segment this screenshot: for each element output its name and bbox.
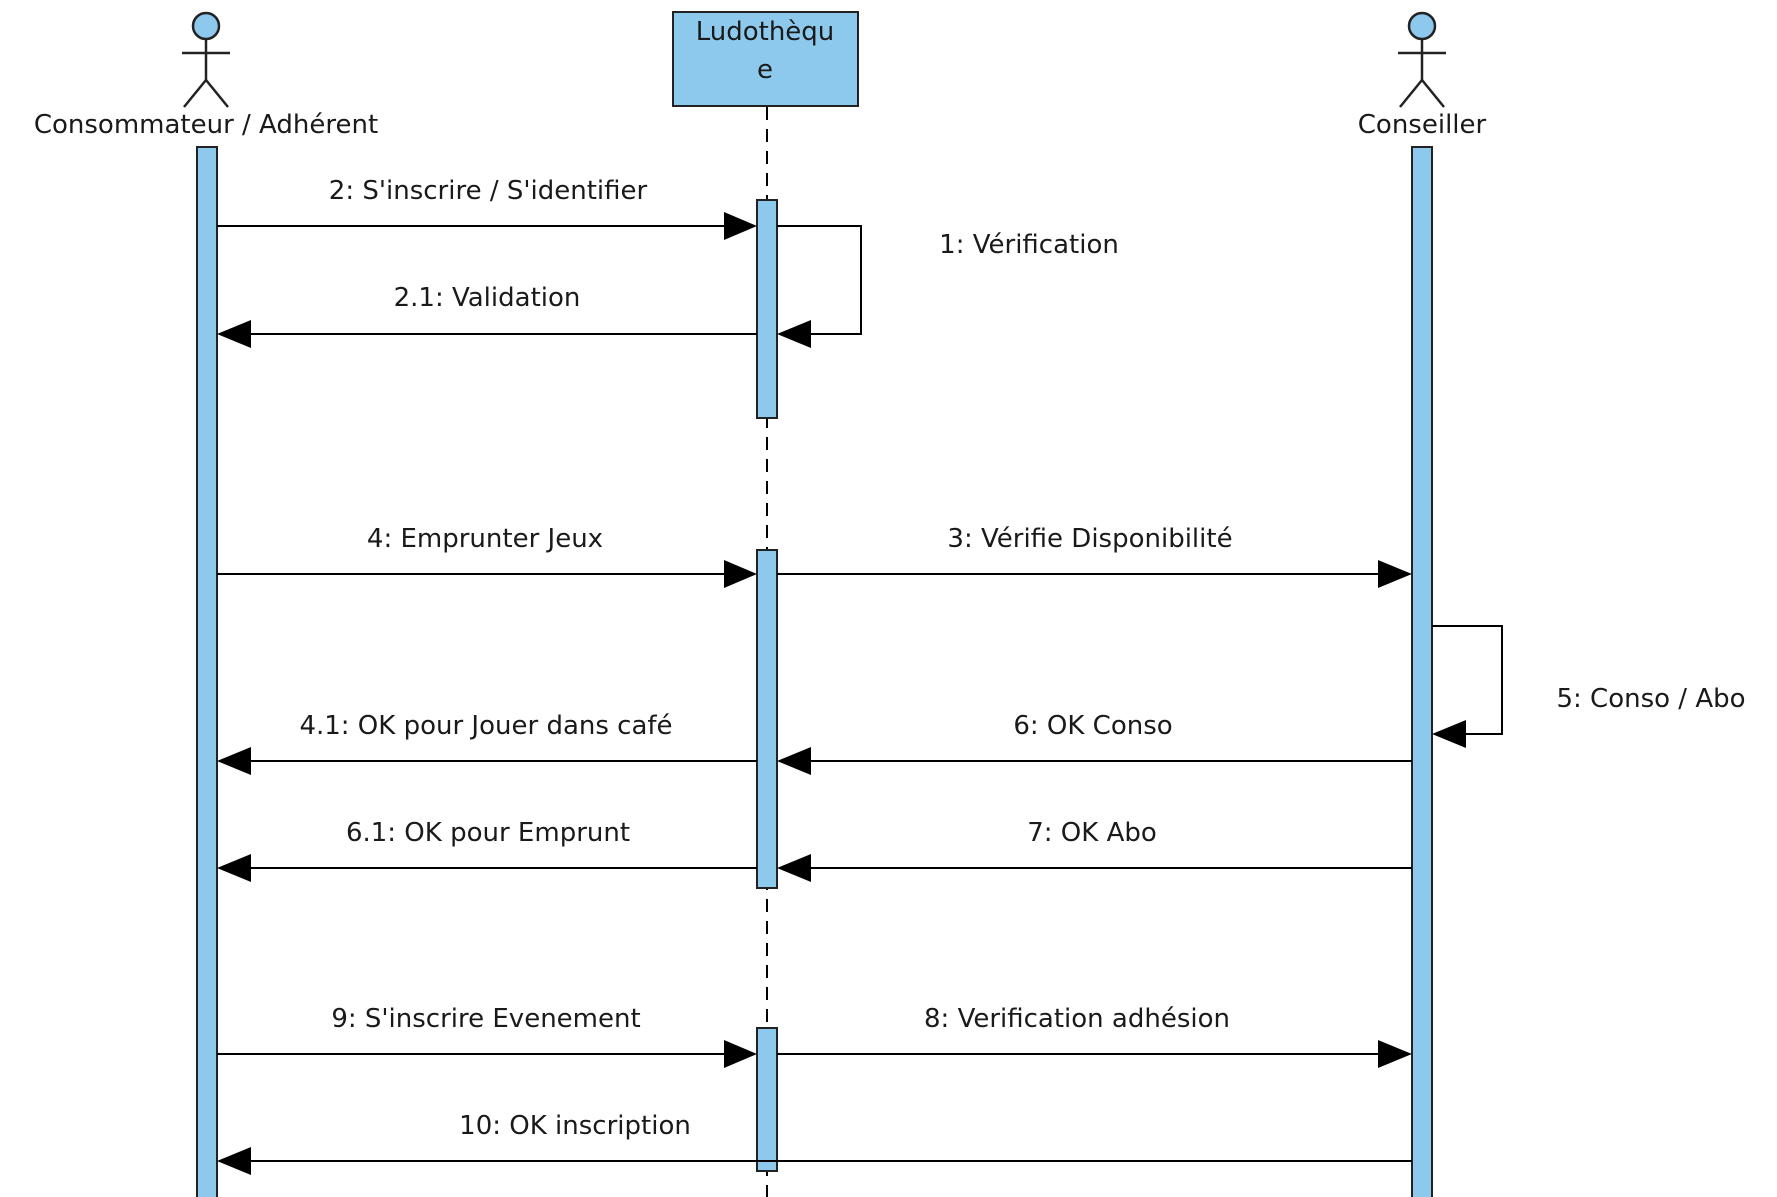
object-ludotheque-box [672,11,859,107]
message-5-label: 5: Conso / Abo [1556,684,1745,714]
message-5-self[interactable]: 5: Conso / Abo [1432,625,1746,748]
message-7-label: 7: OK Abo [1027,818,1157,848]
message-6-1-label: 6.1: OK pour Emprunt [346,818,630,848]
message-8-label: 8: Verification adhésion [924,1004,1230,1034]
message-6-1-arrowhead [217,854,251,882]
message-1-arrowhead [777,320,811,348]
actor-consommateur-label: Consommateur / Adhérent [34,110,378,140]
message-6[interactable]: 6: OK Conso [777,711,1412,775]
message-1-label: 1: Vérification [939,230,1119,260]
message-8-arrowhead [1378,1040,1412,1068]
message-5-line [1432,625,1503,735]
message-10-arrowhead [217,1147,251,1175]
message-3-label: 3: Vérifie Disponibilité [947,524,1232,554]
message-2-1-arrowhead [217,320,251,348]
message-8[interactable]: 8: Verification adhésion [777,1004,1412,1068]
actor-conseiller-icon [1398,11,1446,108]
message-6-label: 6: OK Conso [1013,711,1172,741]
actor-consommateur-icon [182,11,230,108]
message-5-arrowhead [1432,720,1466,748]
ludotheque-activation-bar-1 [756,199,778,419]
object-ludotheque-label-line1: Ludothèqu [696,17,835,47]
message-10[interactable]: 10: OK inscription [217,1111,1412,1175]
actor-conseiller-label: Conseiller [1358,110,1487,140]
message-1-self[interactable]: 1: Vérification [777,225,1119,348]
consommateur-activation-bar [196,146,218,1197]
message-6-1[interactable]: 6.1: OK pour Emprunt [217,818,757,882]
message-2-arrowhead [724,212,757,240]
message-4[interactable]: 4: Emprunter Jeux [217,524,757,588]
message-2-1[interactable]: 2.1: Validation [217,283,757,348]
ludotheque-activation-bar-3 [756,1027,778,1172]
message-9-arrowhead [724,1040,757,1068]
message-7-arrowhead [777,854,811,882]
message-4-1-arrowhead [217,747,251,775]
conseiller-activation-bar [1411,146,1433,1197]
message-4-arrowhead [724,560,757,588]
ludotheque-activation-bar-2 [756,549,778,889]
message-4-label: 4: Emprunter Jeux [367,524,603,554]
message-1-line [777,225,862,335]
message-4-1-label: 4.1: OK pour Jouer dans café [299,711,672,741]
object-ludotheque[interactable]: Ludothèqu e [672,11,859,107]
message-2-1-label: 2.1: Validation [394,283,581,313]
object-ludotheque-label-line2: e [757,55,773,85]
actor-consommateur[interactable]: Consommateur / Adhérent [34,11,378,140]
message-9[interactable]: 9: S'inscrire Evenement [217,1004,757,1068]
message-4-1[interactable]: 4.1: OK pour Jouer dans café [217,711,757,775]
message-9-label: 9: S'inscrire Evenement [331,1004,640,1034]
message-2[interactable]: 2: S'inscrire / S'identifier [217,176,757,240]
message-2-label: 2: S'inscrire / S'identifier [329,176,648,206]
message-6-arrowhead [777,747,811,775]
message-10-label: 10: OK inscription [459,1111,691,1141]
actor-conseiller[interactable]: Conseiller [1358,11,1487,140]
message-3-arrowhead [1378,560,1412,588]
message-7[interactable]: 7: OK Abo [777,818,1412,882]
message-3[interactable]: 3: Vérifie Disponibilité [777,524,1412,588]
